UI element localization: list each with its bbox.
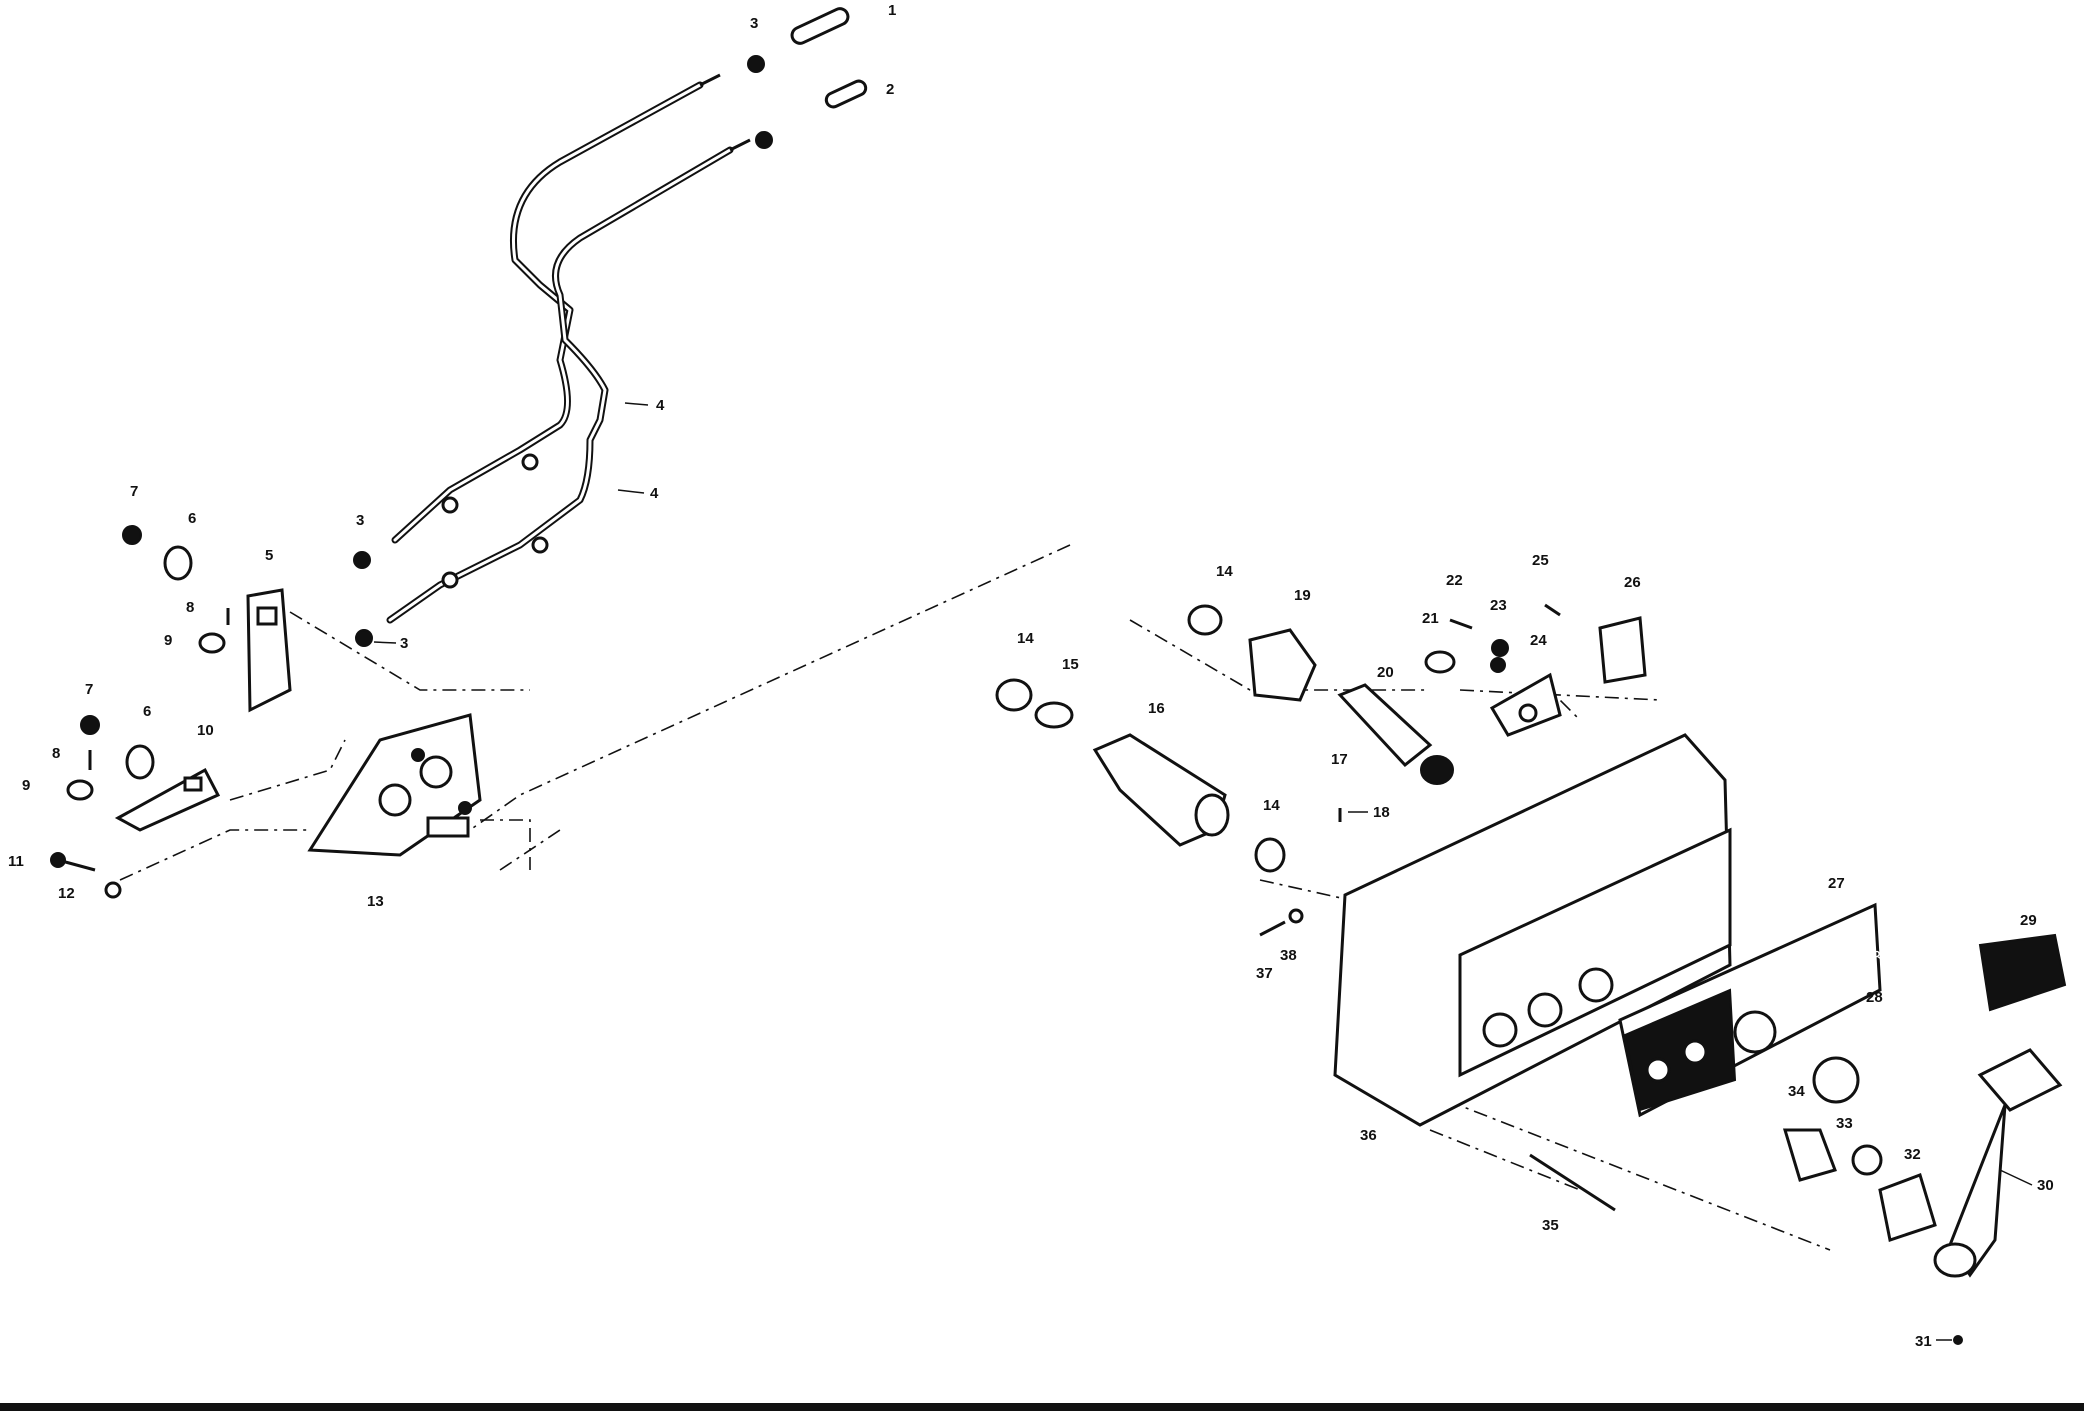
callout-18: 18 bbox=[1373, 804, 1390, 821]
callout-36: 36 bbox=[1360, 1127, 1377, 1144]
assembly-guide-lines bbox=[119, 544, 1831, 1251]
callout-33: 33 bbox=[1836, 1115, 1853, 1132]
callout-29: 29 bbox=[2020, 912, 2037, 929]
callout-38: 38 bbox=[1280, 947, 1297, 964]
callout-12: 12 bbox=[58, 885, 75, 902]
callout-26: 26 bbox=[1624, 574, 1641, 591]
callout-25: 25 bbox=[1532, 552, 1549, 569]
callout-8: 8 bbox=[186, 599, 194, 616]
callout-9: 9 bbox=[22, 777, 30, 794]
control-cables bbox=[386, 73, 751, 624]
callout-21: 21 bbox=[1422, 610, 1439, 627]
callout-14: 14 bbox=[1017, 630, 1034, 647]
callout-19: 19 bbox=[1294, 587, 1311, 604]
callout-7: 7 bbox=[130, 483, 138, 500]
callout-17: 17 bbox=[1331, 751, 1348, 768]
callout-30: 30 bbox=[2037, 1177, 2054, 1194]
callout-16: 16 bbox=[1148, 700, 1165, 717]
leader-lines bbox=[373, 402, 2033, 1341]
callout-9: 9 bbox=[164, 632, 172, 649]
callout-14: 14 bbox=[1263, 797, 1280, 814]
callout-2: 2 bbox=[886, 81, 894, 98]
lever-assembly bbox=[1529, 933, 2067, 1345]
callout-8: 8 bbox=[52, 745, 60, 762]
cable-end-parts bbox=[353, 7, 868, 647]
callout-15: 15 bbox=[1062, 656, 1079, 673]
callout-6: 6 bbox=[188, 510, 196, 527]
callout-labels: 1 2 3 3 3 4 4 5 6 6 7 7 8 8 9 9 10 11 12… bbox=[8, 2, 2054, 1350]
callout-13: 13 bbox=[367, 893, 384, 910]
callout-10: 10 bbox=[197, 722, 214, 739]
callout-35: 35 bbox=[1542, 1217, 1559, 1234]
callout-3: 3 bbox=[750, 15, 758, 32]
callout-22: 22 bbox=[1446, 572, 1463, 589]
callout-20: 20 bbox=[1377, 664, 1394, 681]
callout-6: 6 bbox=[143, 703, 151, 720]
bottom-rule bbox=[0, 1403, 2084, 1411]
left-bracket-assembly bbox=[50, 525, 482, 899]
callout-37: 37 bbox=[1256, 965, 1273, 982]
callout-24: 24 bbox=[1530, 632, 1547, 649]
callout-7: 7 bbox=[85, 681, 93, 698]
callout-14: 14 bbox=[1216, 563, 1233, 580]
callout-4: 4 bbox=[650, 485, 659, 502]
callout-5: 5 bbox=[265, 547, 273, 564]
control-box-housing bbox=[1333, 733, 1732, 1127]
faceplate: CHRYSLER bbox=[1618, 902, 1889, 1118]
callout-23: 23 bbox=[1490, 597, 1507, 614]
callout-31: 31 bbox=[1915, 1333, 1932, 1350]
callout-3: 3 bbox=[356, 512, 364, 529]
callout-32: 32 bbox=[1904, 1146, 1921, 1163]
callout-4: 4 bbox=[656, 397, 665, 414]
callout-28: 28 bbox=[1866, 989, 1883, 1006]
callout-34: 34 bbox=[1788, 1083, 1805, 1100]
callout-11: 11 bbox=[8, 853, 24, 870]
control-box-internals bbox=[995, 603, 1647, 937]
callout-1: 1 bbox=[888, 2, 896, 19]
callout-3: 3 bbox=[400, 635, 408, 652]
callout-27: 27 bbox=[1828, 875, 1845, 892]
